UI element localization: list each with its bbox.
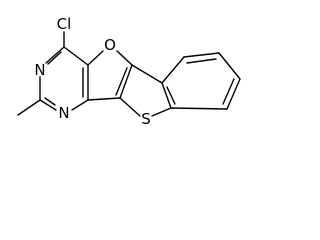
bond-c6-c7-inner xyxy=(186,58,217,64)
bond-c2-n1-inner xyxy=(44,97,56,106)
bond-c5a-c10b xyxy=(119,64,133,99)
bond-c2-methyl xyxy=(17,99,41,116)
bond-c4a-o xyxy=(87,50,104,66)
bond-c5b-c6 xyxy=(161,56,185,84)
bond-c8-c9 xyxy=(226,78,241,110)
bond-c5a-c5b xyxy=(131,64,163,84)
bond-c6-c7 xyxy=(183,52,220,58)
bond-n1-c9a xyxy=(71,99,89,111)
bond-c5a-c10b-inner xyxy=(115,67,128,96)
bond-c8-c9-inner xyxy=(222,78,235,105)
atom-label-nitrogen-upper: N xyxy=(34,61,45,79)
bond-c5b-c9b xyxy=(161,82,172,109)
bond-c7-c8 xyxy=(218,52,241,80)
bond-s-c9b xyxy=(151,107,172,117)
bond-c4-n3-inner xyxy=(47,51,62,65)
atom-label-nitrogen-lower: N xyxy=(58,104,69,122)
atom-label-chlorine: Cl xyxy=(57,15,72,33)
atom-label-oxygen: O xyxy=(104,36,116,54)
chemical-structure-diagram: Cl N N O S xyxy=(17,15,241,128)
bond-c4-n3 xyxy=(45,46,65,64)
bond-lines xyxy=(17,31,241,117)
bond-c4a-c4 xyxy=(63,46,89,66)
atom-label-sulfur: S xyxy=(141,110,151,128)
bond-c2-n1 xyxy=(39,99,57,111)
bond-c5b-c9b-inner xyxy=(166,86,176,105)
bond-c9-c9b xyxy=(170,107,228,110)
bond-c10b-s xyxy=(119,97,141,117)
bond-o-c5a xyxy=(116,50,133,66)
bond-c10b-c9a xyxy=(87,97,121,101)
atom-labels: Cl N N O S xyxy=(34,15,150,128)
